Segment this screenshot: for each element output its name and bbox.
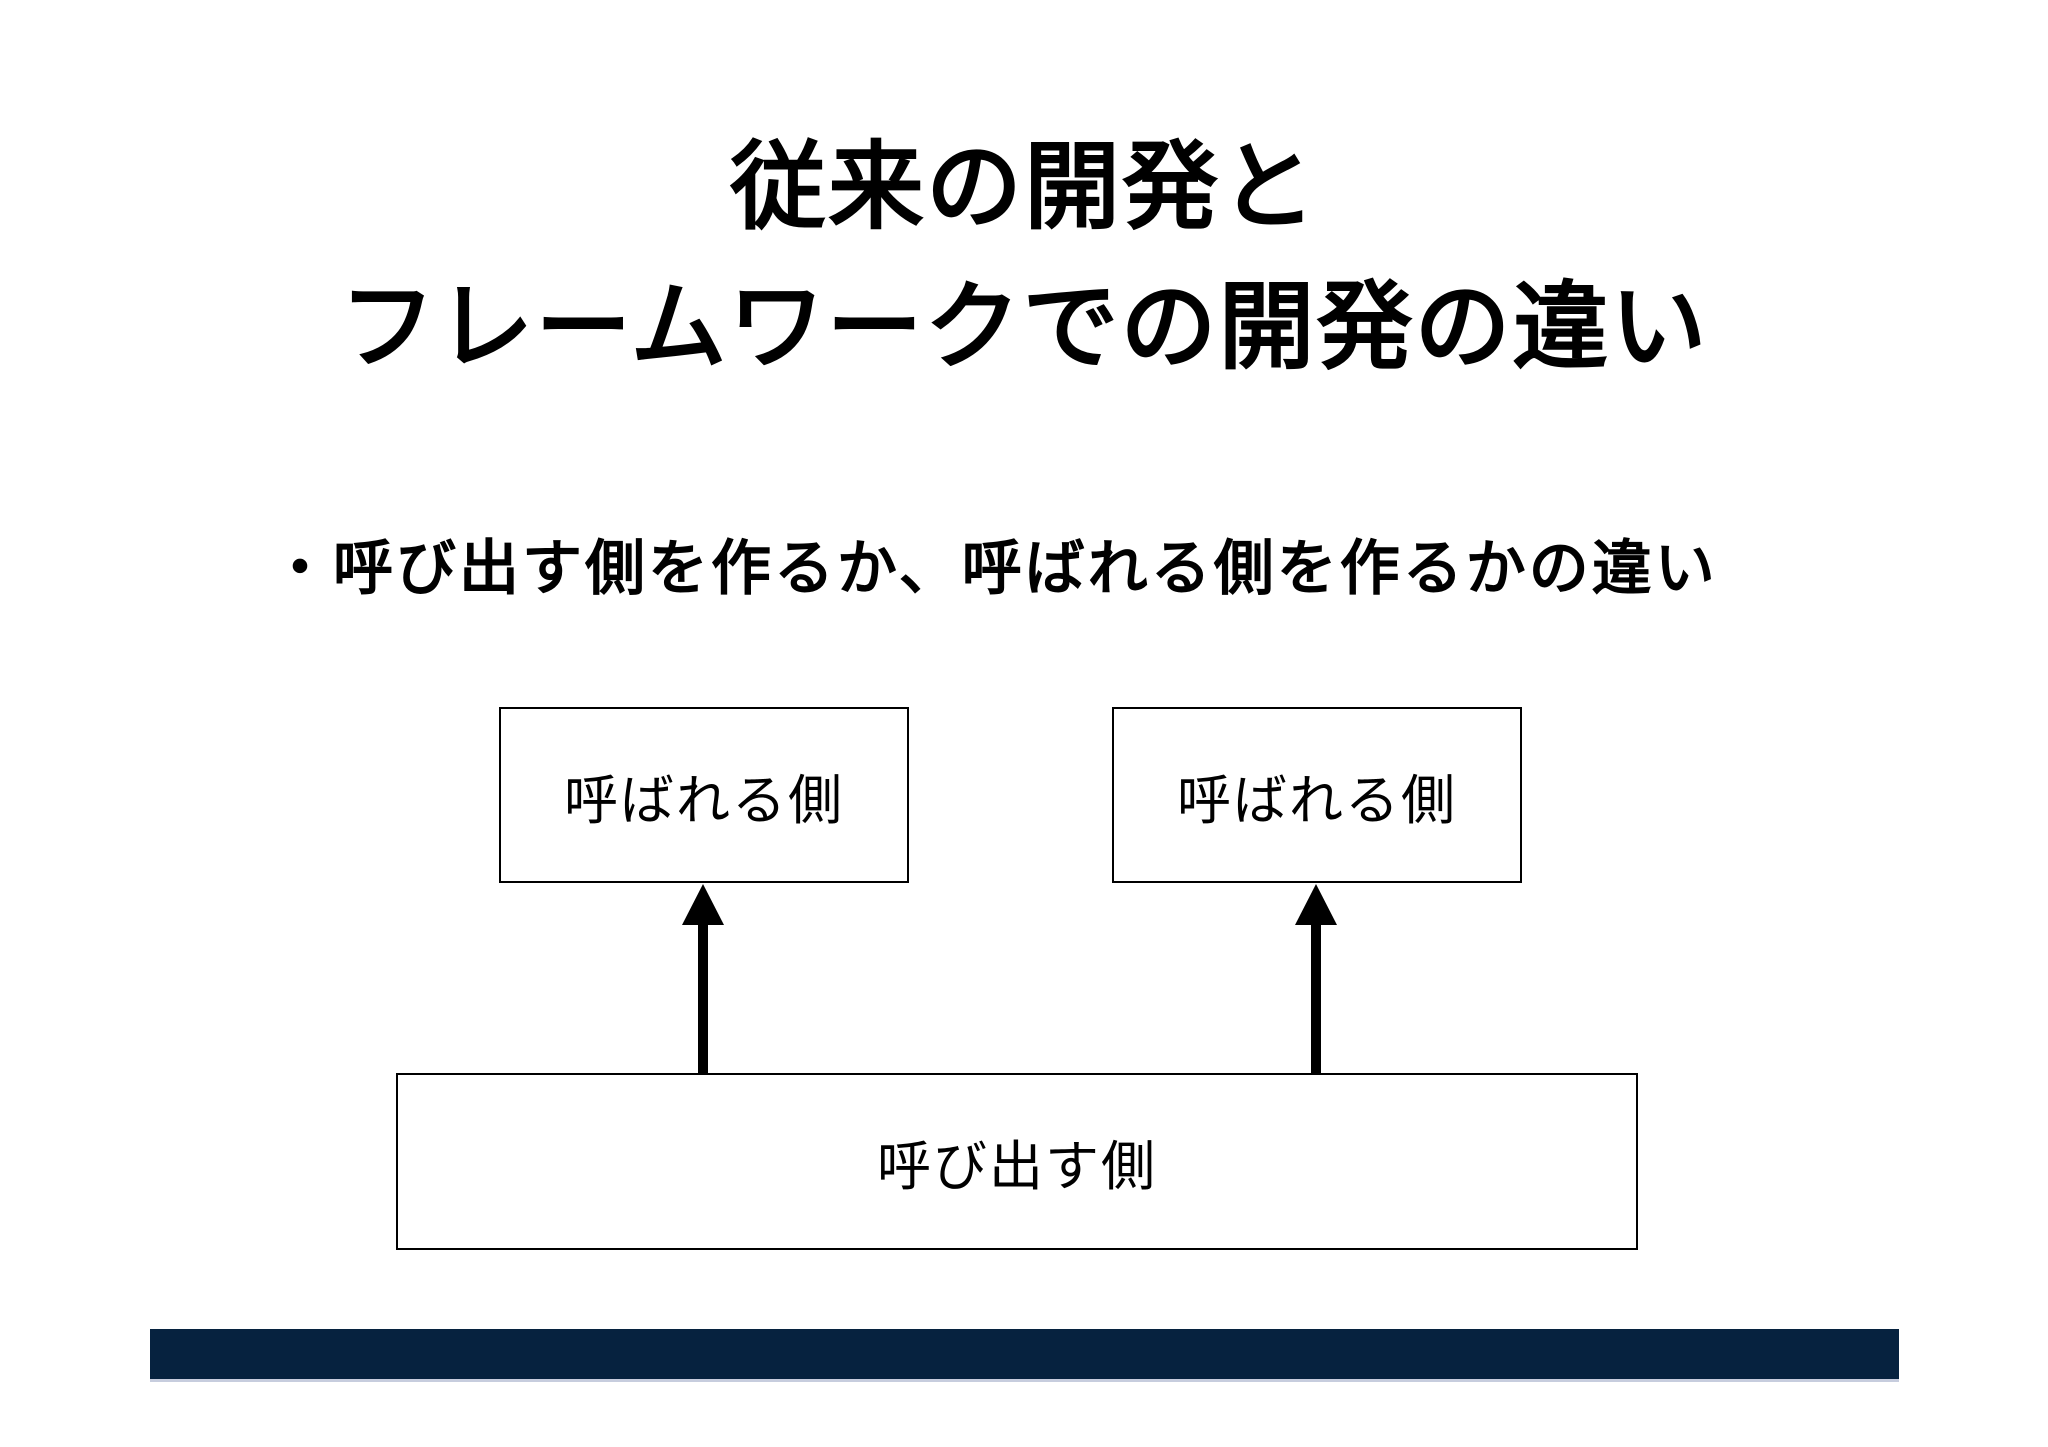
up-arrow-left — [682, 884, 724, 1073]
called-side-box-left-label: 呼ばれる側 — [564, 770, 844, 831]
caller-side-box: 呼び出す側 — [396, 1073, 1638, 1250]
slide-title-line-2: フレームワークでの開発の違い — [339, 274, 1709, 381]
up-arrow-left-head-icon — [682, 884, 724, 925]
called-side-box-right-label: 呼ばれる側 — [1177, 770, 1457, 831]
up-arrow-left-shaft — [698, 924, 708, 1073]
up-arrow-right-head-icon — [1295, 884, 1337, 925]
caller-side-box-label: 呼び出す側 — [877, 1137, 1157, 1197]
slide-title-line-1: 従来の開発と — [730, 134, 1318, 241]
called-side-box-right: 呼ばれる側 — [1112, 707, 1522, 883]
slide-title: 従来の開発と フレームワークでの開発の違い — [0, 118, 2048, 398]
up-arrow-right — [1295, 884, 1337, 1073]
bullet-text: ・呼び出す側を作るか、呼ばれる側を作るかの違い — [270, 535, 1718, 602]
called-side-box-left: 呼ばれる側 — [499, 707, 909, 883]
footer-accent-bar — [150, 1329, 1899, 1382]
up-arrow-right-shaft — [1311, 924, 1321, 1073]
